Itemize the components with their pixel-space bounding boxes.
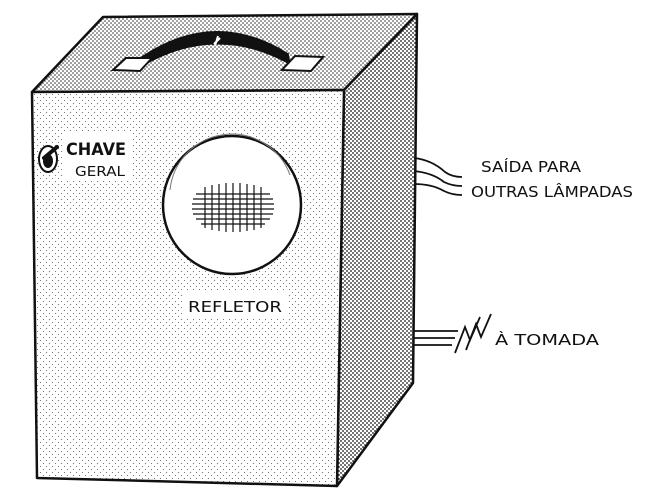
output-wires	[413, 157, 463, 196]
box-side-face	[335, 12, 419, 488]
label-geral: GERAL	[75, 165, 126, 180]
label-tomada: À TOMADA	[495, 330, 600, 349]
reflector-grid	[192, 183, 274, 232]
toggle-switch-icon	[38, 145, 59, 173]
power-cable	[414, 313, 492, 354]
label-chave: CHAVE	[66, 140, 126, 160]
handle	[110, 31, 326, 73]
reflector	[161, 133, 303, 276]
label-saida-line2: OUTRAS LÂMPADAS	[471, 182, 633, 201]
label-saida-line1: SAÍDA PARA	[481, 157, 582, 176]
label-refletor: REFLETOR	[188, 298, 282, 316]
